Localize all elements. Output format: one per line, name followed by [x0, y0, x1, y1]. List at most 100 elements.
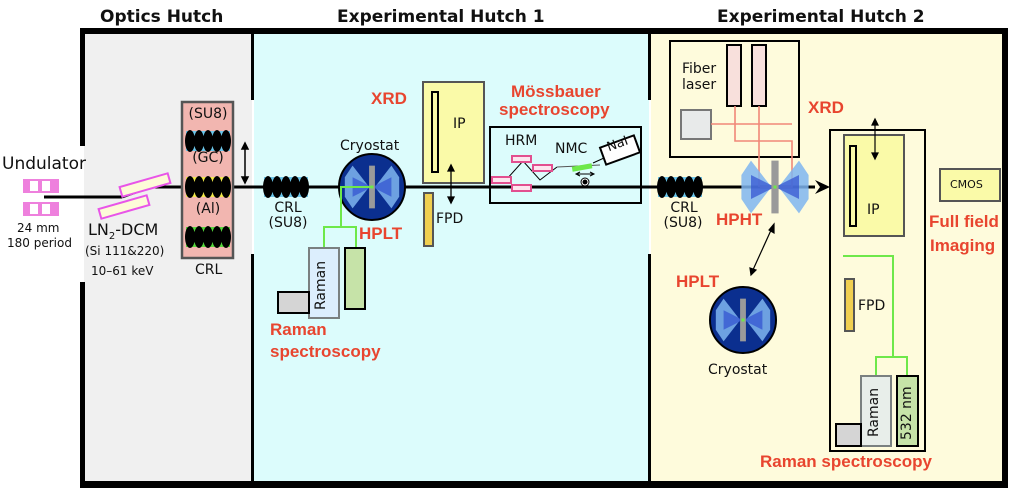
crl-hutch1-material: (SU8): [268, 215, 308, 231]
dcm-label-sub: 2: [108, 231, 116, 243]
crl-hutch2-lens-lens: [675, 176, 685, 198]
anvil-right-core: [775, 175, 799, 199]
crl-optics-label: CRL: [195, 262, 223, 278]
crl-lens-rows: [185, 130, 231, 248]
crl-hutch1-lens-lens: [263, 176, 273, 198]
cmos-label: CMOS: [950, 178, 983, 191]
raman-spectrometer-hutch1: [308, 247, 340, 319]
raman-spectrometer-hutch2: [860, 375, 892, 447]
pyrometer-camera: [680, 109, 712, 140]
raman-title-hutch1-line1: Raman: [270, 320, 327, 339]
crl-lens-row-lens: [203, 130, 213, 152]
dcm-label-main: LN: [88, 220, 109, 239]
dcm-crystals-label: (Si 111&220): [85, 244, 165, 258]
nmc-crystal-icon: [571, 163, 593, 172]
anvil-right-core: [372, 177, 392, 197]
fiber-laser-box: [669, 40, 800, 158]
crl-lens-row-lens: [185, 130, 195, 152]
dcm-crystals-icon: [97, 172, 172, 220]
hutch-walls: [80, 28, 1008, 488]
crl-lens-row-lens: [212, 226, 222, 248]
cryostat-hutch2-label: Cryostat: [708, 362, 768, 378]
raman-fiber-hutch2: [843, 255, 908, 375]
experimental-hutch-1-title: Experimental Hutch 1: [337, 7, 545, 27]
fpd-hutch2: [844, 278, 855, 332]
crl-translation-arrow: [240, 141, 250, 185]
crl-lens-row-lens: [221, 226, 231, 248]
fiber-laser-unit-2: [751, 44, 767, 107]
fpd-hutch1-label: FPD: [436, 211, 464, 227]
crl-hutch2-label: CRL: [670, 200, 698, 216]
crl-lens-row-lens: [203, 176, 213, 198]
raman-title-hutch2: Raman spectroscopy: [760, 452, 932, 471]
crl-hutch1-label: CRL: [274, 200, 302, 216]
crl-su8-label: (SU8): [188, 106, 228, 122]
hpht-label: HPHT: [716, 210, 763, 229]
dcm-energy-range: 10–61 keV: [91, 264, 154, 278]
cmos-camera: [939, 168, 1001, 202]
crl-hutch1-lens-lens: [281, 176, 291, 198]
ccd-hutch1: [277, 291, 310, 314]
crl-lens-row-lens: [221, 130, 231, 152]
mossbauer-setup-box: [489, 126, 642, 204]
beam-arrow-head: [815, 180, 830, 194]
hrm-label: HRM: [505, 133, 538, 149]
raman-fiber-hutch1: [323, 186, 373, 247]
detector-switch-arrow: [446, 163, 456, 205]
nmc-label: NMC: [555, 141, 588, 157]
crl-gc-label: (GC): [192, 150, 224, 166]
laser-532-hutch2: [896, 375, 919, 447]
crl-hutch2-lens-lens: [693, 176, 703, 198]
undulator-label: Undulator: [2, 154, 86, 174]
anvil-left-core: [723, 310, 743, 330]
laser-532-label: 532 nm: [899, 386, 915, 440]
xrd-hutch1-label: XRD: [371, 89, 407, 108]
xrd-hutch2-label: XRD: [808, 98, 844, 117]
ccd-hutch2: [835, 423, 862, 447]
fpd-hutch2-label: FPD: [858, 298, 886, 314]
fiber-laser-label-line1: Fiber: [682, 61, 717, 77]
crl-lens-row-lens: [194, 176, 204, 198]
crl-lens-row-lens: [185, 176, 195, 198]
imaging-title-line2: Imaging: [930, 236, 996, 255]
raman-box-hutch2-label: Raman: [866, 387, 882, 437]
crl-hutch2-lens-lens: [684, 176, 694, 198]
hplt-hutch2-label: HPLT: [676, 272, 720, 291]
anvil-left-core: [751, 175, 775, 199]
dcm-label-rest: -DCM: [115, 220, 159, 239]
crl-hutch2-material: (SU8): [663, 215, 703, 231]
laser-hutch1: [344, 247, 366, 310]
crl-lens-row-lens: [185, 226, 195, 248]
crl-hutch2-lens-lens: [657, 176, 667, 198]
crl-al-label: (Al): [195, 201, 221, 217]
hpht-dac-icon: [741, 160, 809, 214]
experimental-hutch-2-title: Experimental Hutch 2: [717, 7, 925, 27]
hrm-crystals-icon: [491, 155, 601, 192]
nai-detector-icon: [598, 134, 642, 166]
experimental-hutch-2-area: [651, 34, 1002, 481]
crl-lens-row-lens: [212, 176, 222, 198]
ip-translation-arrow: [871, 117, 879, 161]
crl-lens-row-lens: [203, 226, 213, 248]
nmc-rotation-icon: [574, 171, 596, 187]
imaging-title-line1: Full field: [929, 212, 999, 231]
crl-lens-row-lens: [221, 176, 231, 198]
crl-hutch2-icon: [657, 176, 703, 198]
raman-box-hutch1-label: Raman: [313, 260, 329, 310]
crl-hutch1-lens-lens: [299, 176, 309, 198]
cryostat-hutch2-icon: [709, 286, 777, 354]
dcm-label: LN2-DCM: [88, 220, 158, 242]
hutch2-detector-enclosure: [829, 129, 926, 452]
undulator-icon: [23, 179, 59, 216]
crl-hutch1-lens-lens: [290, 176, 300, 198]
fpd-hutch1: [423, 192, 434, 247]
sample: [773, 185, 777, 189]
crl-lens-row-lens: [194, 226, 204, 248]
fiber-laser-unit-1: [726, 44, 742, 107]
cryostat-hutch1-label: Cryostat: [340, 138, 400, 154]
mossbauer-title-line1: Mössbauer: [511, 82, 601, 101]
ip-hutch2-label: IP: [867, 202, 880, 218]
ip-hutch1-label: IP: [453, 116, 466, 132]
raman-title-hutch1-line2: spectroscopy: [270, 342, 381, 361]
